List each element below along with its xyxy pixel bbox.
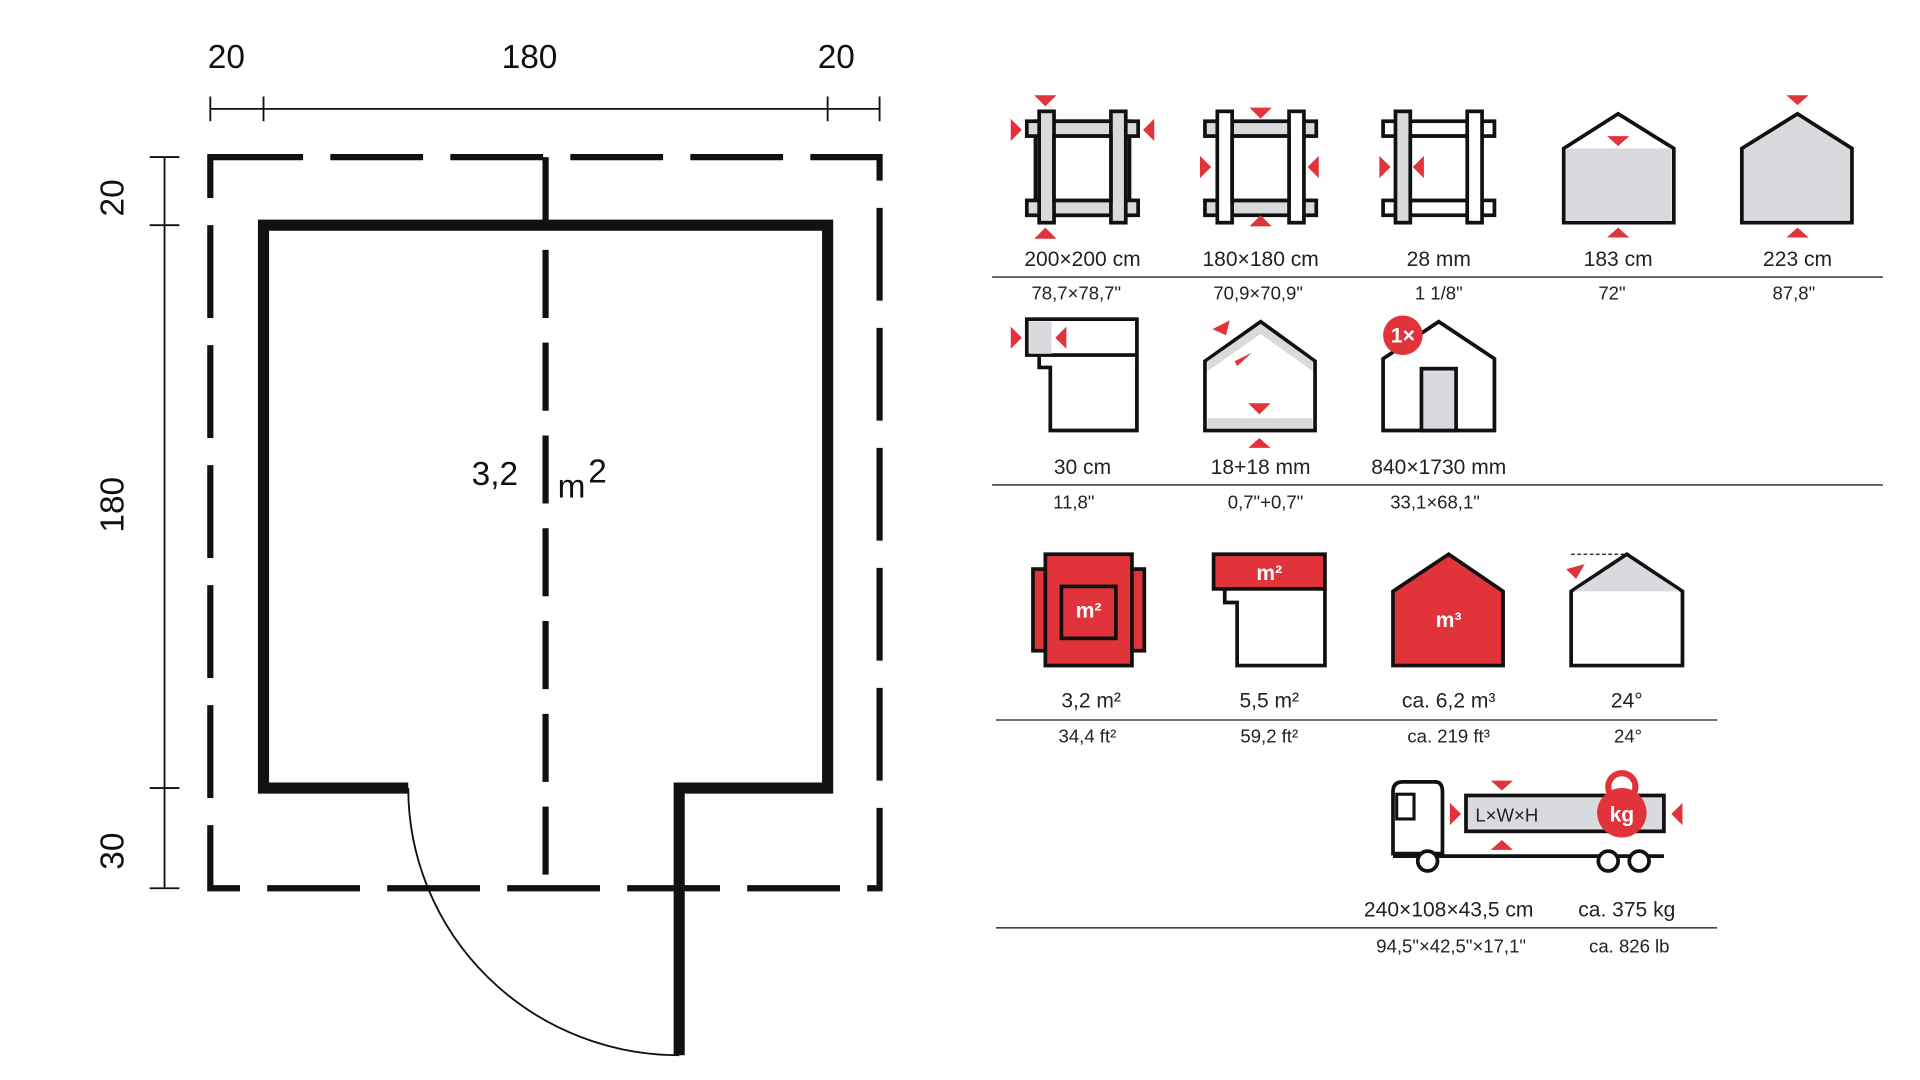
ridge-height-icon — [1740, 95, 1854, 238]
roof-overhang-metric: 30 cm — [1054, 456, 1111, 479]
left-dimension-line — [149, 156, 180, 890]
roof-pitch-icon — [1566, 551, 1685, 668]
spec-row-2: 1× 30 cm 18+18 mm 840×1730 mm 11,8" 0,7"… — [992, 315, 1883, 512]
weight-imperial: ca. 826 lb — [1589, 936, 1669, 957]
volume-imperial: ca. 219 ft³ — [1407, 725, 1489, 746]
roof-floor-thickness-imperial: 0,7"+0,7" — [1228, 491, 1304, 512]
roof-outline-dashed — [207, 154, 883, 892]
outer-footprint-imperial: 78,7×78,7" — [1031, 282, 1121, 303]
left-dim-top: 20 — [95, 179, 132, 216]
floor-area-metric: 3,2 m² — [1061, 690, 1121, 713]
weight-label: kg — [1610, 803, 1635, 826]
side-wall-height-icon — [1561, 111, 1676, 238]
roof-area-metric: 5,5 m² — [1239, 690, 1299, 713]
door-size-metric: 840×1730 mm — [1371, 456, 1506, 479]
floor-plan: 20 180 20 20 180 30 3,2 m 2 — [95, 39, 883, 1057]
ridge-height-metric: 223 cm — [1763, 248, 1832, 271]
door-size-imperial: 33,1×68,1" — [1390, 491, 1480, 512]
outer-footprint-icon — [1010, 95, 1155, 239]
area-value: 3,2 — [472, 456, 518, 493]
outer-footprint-metric: 200×200 cm — [1024, 248, 1140, 271]
ridge-height-imperial: 87,8" — [1772, 282, 1815, 303]
inner-footprint-imperial: 70,9×70,9" — [1213, 282, 1303, 303]
roof-floor-thickness-metric: 18+18 mm — [1211, 456, 1311, 479]
package-dims-metric: 240×108×43,5 cm — [1364, 899, 1533, 922]
roof-area-icon-label: m² — [1256, 562, 1282, 585]
spec-row-1: 200×200 cm 180×180 cm 28 mm 183 cm 223 c… — [992, 95, 1883, 303]
package-label: L×W×H — [1475, 804, 1538, 825]
walls — [257, 219, 834, 1056]
wall-thickness-icon — [1379, 109, 1497, 225]
floor-area-imperial: 34,4 ft² — [1059, 725, 1117, 746]
spec-row-3: m² m² m³ 3,2 m² 5,5 m² ca. 6,2 m³ 24° 34… — [995, 551, 1718, 746]
volume-metric: ca. 6,2 m³ — [1402, 690, 1495, 713]
floor-area-icon-label: m² — [1076, 599, 1102, 622]
top-dim-center: 180 — [502, 39, 558, 76]
roof-overhang-icon — [1010, 317, 1139, 433]
door-icon: 1× — [1381, 315, 1497, 433]
inner-footprint-metric: 180×180 cm — [1202, 248, 1318, 271]
door-count-badge: 1× — [1391, 325, 1415, 348]
wall-thickness-metric: 28 mm — [1407, 248, 1471, 271]
truck-package-icon: L×W×H kg — [1391, 770, 1683, 873]
wall-thickness-imperial: 1 1/8" — [1415, 282, 1463, 303]
top-dimension-line — [209, 96, 881, 122]
roof-pitch-metric: 24° — [1611, 690, 1643, 713]
weight-metric: ca. 375 kg — [1578, 899, 1675, 922]
volume-icon-label: m³ — [1436, 609, 1462, 632]
roof-area-icon: m² — [1211, 552, 1327, 668]
package-dims-imperial: 94,5"×42,5"×17,1" — [1376, 936, 1526, 957]
side-wall-height-imperial: 72" — [1598, 282, 1625, 303]
roof-pitch-imperial: 24° — [1614, 725, 1642, 746]
floor-area-icon: m² — [1031, 552, 1147, 668]
top-dim-left: 20 — [208, 39, 245, 76]
top-dim-right: 20 — [818, 39, 855, 76]
door-swing-arc — [407, 788, 680, 1057]
roof-area-imperial: 59,2 ft² — [1240, 725, 1298, 746]
area-exponent: 2 — [588, 453, 607, 490]
roof-floor-thickness-icon — [1203, 319, 1317, 448]
left-dim-middle: 180 — [95, 477, 132, 533]
roof-overhang-imperial: 11,8" — [1053, 491, 1094, 512]
inner-footprint-icon — [1200, 107, 1319, 227]
area-unit: m — [558, 468, 586, 505]
spec-row-4: L×W×H kg 240×108×43,5 cm ca. 375 kg 94,5… — [995, 770, 1718, 957]
volume-icon: m³ — [1391, 551, 1505, 668]
side-wall-height-metric: 183 cm — [1584, 248, 1653, 271]
left-dim-bottom: 30 — [95, 833, 132, 870]
